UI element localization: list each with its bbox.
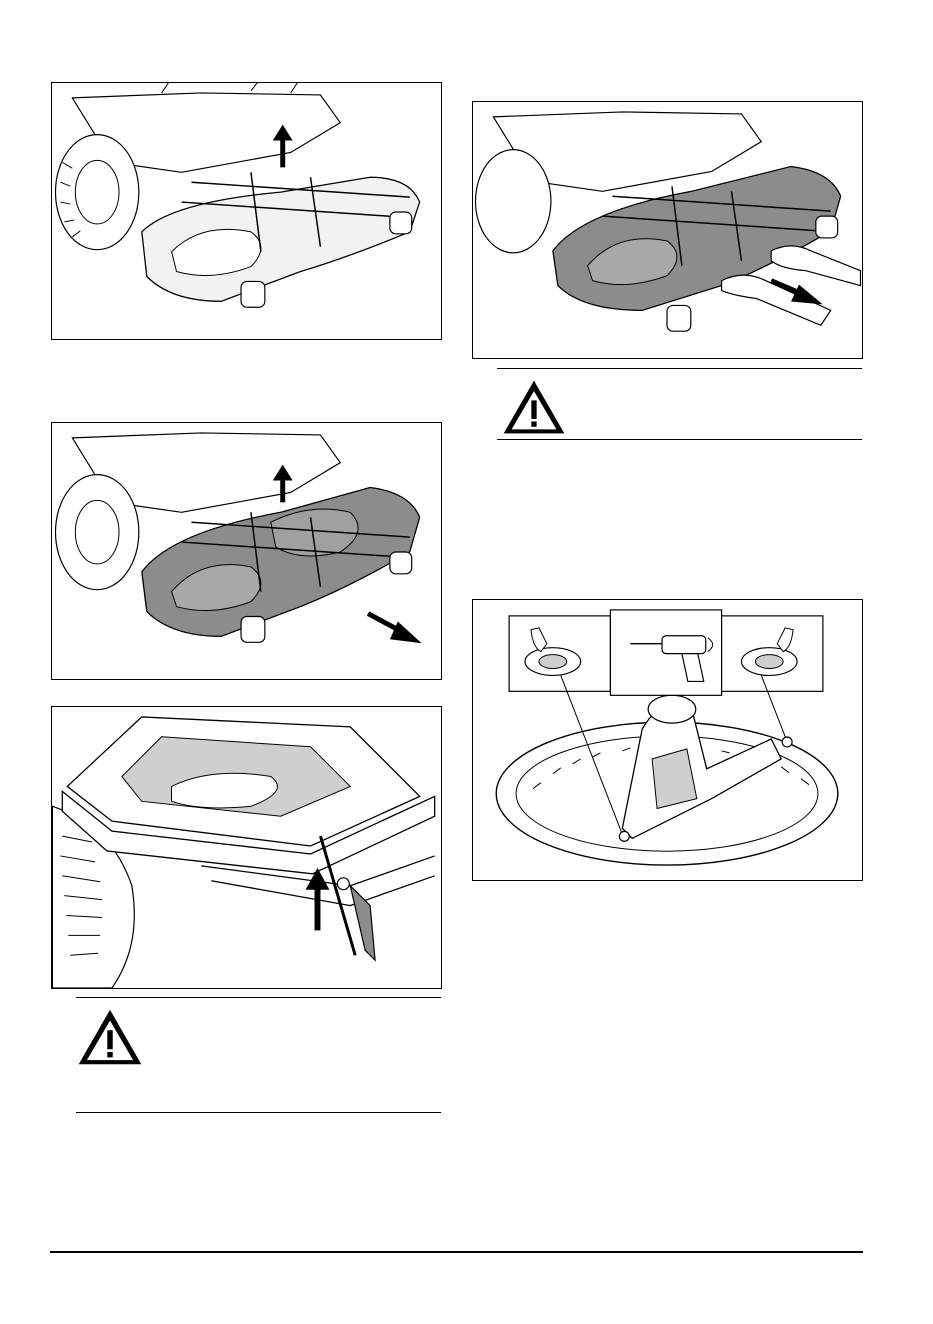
figure-lift-lever	[51, 706, 442, 989]
warning-triangle-icon	[501, 378, 567, 436]
lift-lever-illustration	[52, 707, 441, 988]
warning-top-rule	[76, 997, 441, 998]
raise-deck-illustration	[52, 83, 441, 339]
figure-raise-deck	[51, 82, 442, 340]
warning-left	[76, 997, 441, 1113]
pull-out-deck-illustration	[52, 423, 441, 679]
figure-pull-out-deck	[51, 422, 442, 680]
warning-bottom-rule	[76, 1112, 441, 1113]
blade-drill-illustration	[473, 600, 862, 880]
warning-bottom-rule	[497, 439, 862, 440]
footer-rule	[50, 1251, 863, 1253]
warning-triangle-icon	[76, 1007, 144, 1067]
remove-deck-from-side-illustration	[473, 102, 862, 358]
figure-blade-drill	[472, 599, 863, 881]
figure-remove-deck-side	[472, 101, 863, 359]
warning-right	[497, 368, 862, 440]
warning-top-rule	[497, 368, 862, 369]
